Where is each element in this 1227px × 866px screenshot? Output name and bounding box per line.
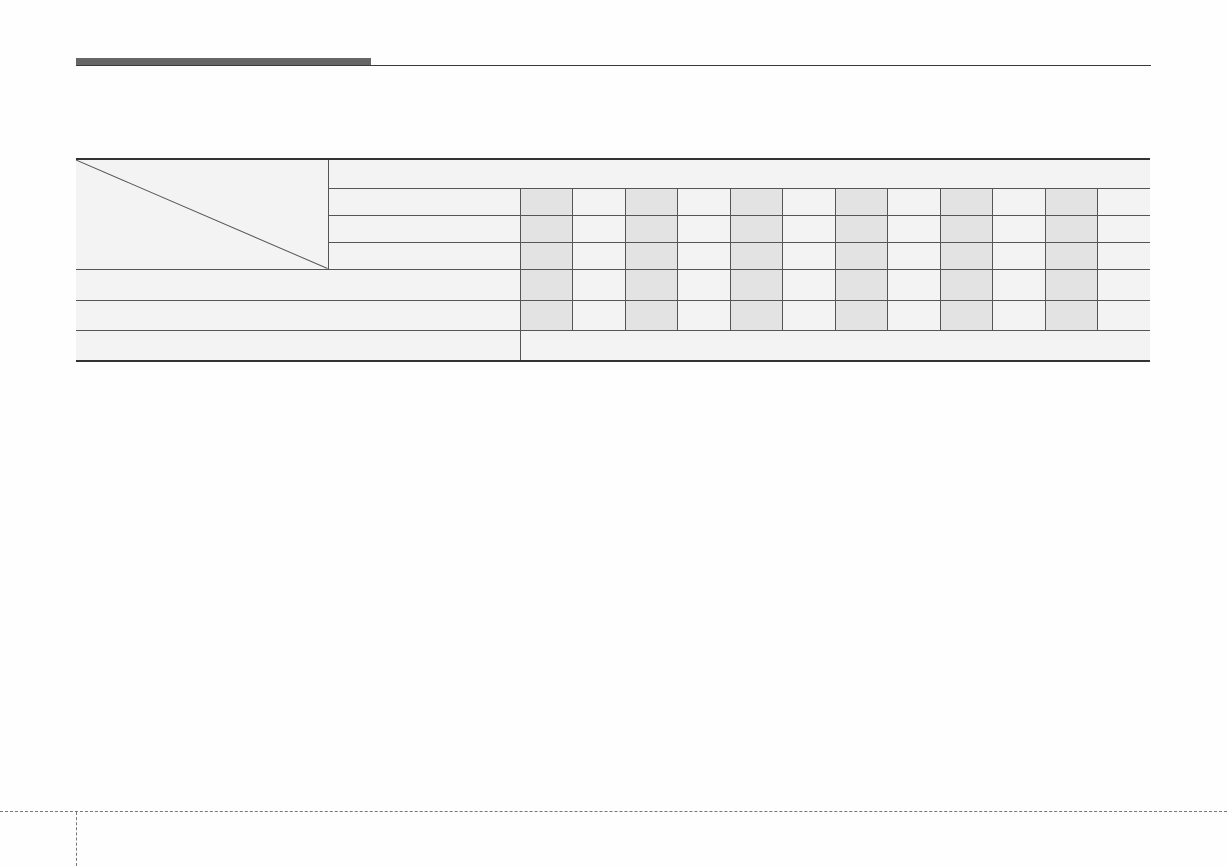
table-cell <box>1097 268 1150 301</box>
summary-row <box>76 329 1150 362</box>
table-cell <box>729 241 783 270</box>
table-cell <box>519 241 573 270</box>
row-label-cell <box>76 268 521 301</box>
table-cell <box>782 187 836 216</box>
table-cell <box>677 268 731 301</box>
table-cell <box>887 299 941 331</box>
table-header-row <box>76 158 1150 270</box>
table-cell <box>939 214 993 243</box>
table-cell <box>677 241 731 270</box>
data-row <box>76 268 1150 301</box>
table-cell <box>624 268 678 301</box>
table-cell <box>1097 187 1150 216</box>
summary-label-cell <box>76 329 521 362</box>
table-cell <box>572 214 626 243</box>
table-cell <box>677 299 731 331</box>
subheader-row <box>76 214 1150 243</box>
table-cell <box>1097 241 1150 270</box>
table-cell <box>572 241 626 270</box>
footer-margin-dashed-rule <box>76 812 77 866</box>
data-row <box>76 299 1150 331</box>
table-cell <box>729 187 783 216</box>
table-cell <box>729 299 783 331</box>
table-cell <box>624 187 678 216</box>
table-cell <box>729 268 783 301</box>
table-cell <box>729 214 783 243</box>
table-cell <box>519 268 573 301</box>
table-cell <box>1044 241 1098 270</box>
row-label-cell <box>328 187 521 216</box>
table-cell <box>939 187 993 216</box>
section-header-bar <box>76 58 371 66</box>
section-header-rule <box>76 65 1151 66</box>
table-cell <box>519 299 573 331</box>
table-cell <box>834 241 888 270</box>
table-cell <box>519 214 573 243</box>
table-cell <box>1044 187 1098 216</box>
table-cell <box>1097 299 1150 331</box>
corner-diagonal-line <box>76 160 328 269</box>
table-cell <box>939 268 993 301</box>
subheader-row <box>76 241 1150 270</box>
table-cell <box>572 299 626 331</box>
table-cell <box>782 268 836 301</box>
subheader-row <box>76 187 1150 216</box>
table-cell <box>992 187 1046 216</box>
table-cell <box>677 187 731 216</box>
table-cell <box>887 268 941 301</box>
table-cell <box>1044 214 1098 243</box>
table-cell <box>1044 268 1098 301</box>
row-label-cell <box>328 241 521 270</box>
table-cell <box>939 299 993 331</box>
table-cell <box>834 214 888 243</box>
row-label-cell <box>328 214 521 243</box>
table-cell <box>572 268 626 301</box>
table-cell <box>834 268 888 301</box>
row-label-cell <box>76 299 521 331</box>
table-cell <box>992 214 1046 243</box>
table-cell <box>519 187 573 216</box>
table-cell <box>624 241 678 270</box>
group-header-cell <box>327 158 1150 189</box>
table-cell <box>624 299 678 331</box>
table-cell <box>992 268 1046 301</box>
table-cell <box>1097 214 1150 243</box>
corner-header-cell <box>76 158 329 270</box>
summary-value-cell <box>519 329 1150 362</box>
table-cell <box>782 241 836 270</box>
table-cell <box>887 241 941 270</box>
table-cell <box>572 187 626 216</box>
table-cell <box>782 299 836 331</box>
table-cell <box>887 214 941 243</box>
table-cell <box>834 187 888 216</box>
footer-dashed-rule <box>0 811 1227 812</box>
table-cell <box>992 241 1046 270</box>
table-cell <box>1044 299 1098 331</box>
table-cell <box>834 299 888 331</box>
spec-table <box>76 158 1150 362</box>
table-cell <box>992 299 1046 331</box>
table-cell <box>782 214 836 243</box>
table-cell <box>939 241 993 270</box>
table-cell <box>677 214 731 243</box>
table-cell <box>887 187 941 216</box>
table-cell <box>624 214 678 243</box>
